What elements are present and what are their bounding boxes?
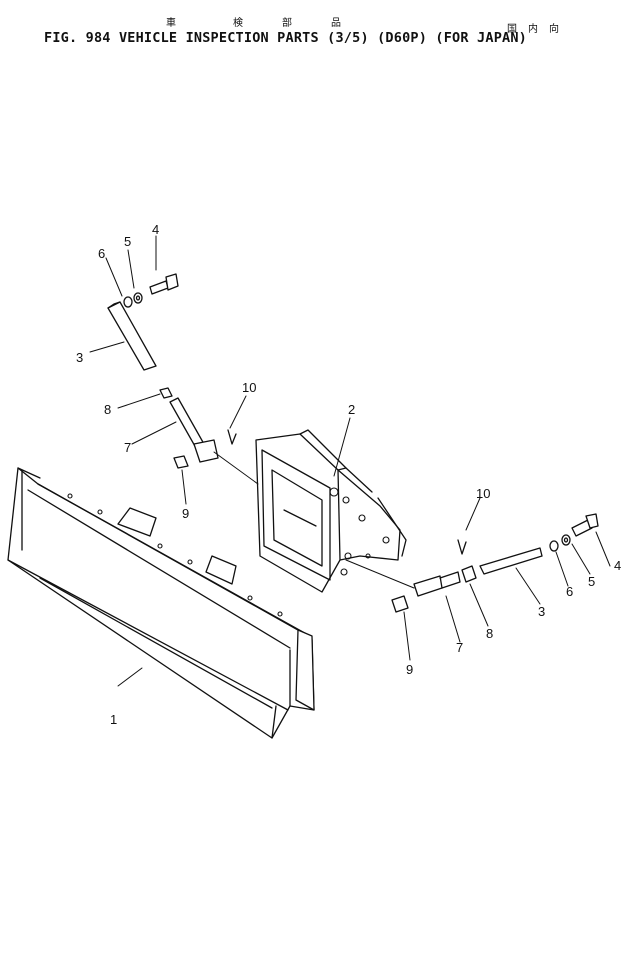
callout-2-frame: 2 — [348, 402, 355, 417]
callout-labels: 1 2 3 4 5 6 8 7 9 10 10 4 5 6 3 8 7 9 — [76, 222, 621, 727]
blade-part — [7, 467, 315, 739]
callout-6-ring-left: 6 — [98, 246, 105, 261]
callout-7-stud-left: 7 — [124, 440, 131, 455]
callout-4-bolt-right: 4 — [614, 558, 621, 573]
callout-3-rod-left: 3 — [76, 350, 83, 365]
callout-5-washer-right: 5 — [588, 574, 595, 589]
kanji-char: 部 — [282, 18, 292, 29]
callout-3-rod-right: 3 — [538, 604, 545, 619]
callout-7-stud-right: 7 — [456, 640, 463, 655]
callout-9-pin-right: 9 — [406, 662, 413, 677]
leader-lines — [89, 235, 611, 687]
callout-5-washer-left: 5 — [124, 234, 131, 249]
callout-6-ring-right: 6 — [566, 584, 573, 599]
callout-8-nut-right: 8 — [486, 626, 493, 641]
callout-4-bolt-left: 4 — [152, 222, 159, 237]
kanji-char: 検 — [233, 18, 243, 29]
figure-title: FIG. 984 VEHICLE INSPECTION PARTS (3/5) … — [44, 30, 528, 46]
callout-8-nut-left: 8 — [104, 402, 111, 417]
frame-part — [255, 429, 407, 593]
callout-9-pin-left: 9 — [182, 506, 189, 521]
right-hardware — [345, 513, 599, 613]
callout-1-blade: 1 — [110, 712, 117, 727]
kanji-char: 車 — [166, 18, 176, 29]
kanji-char: 向 — [549, 24, 559, 35]
kanji-char: 国 — [507, 24, 517, 35]
callout-10-cotter-right: 10 — [476, 486, 490, 501]
kanji-char: 品 — [331, 18, 341, 29]
kanji-char: 内 — [528, 24, 538, 35]
left-hardware — [107, 273, 259, 485]
callout-10-cotter-left: 10 — [242, 380, 256, 395]
